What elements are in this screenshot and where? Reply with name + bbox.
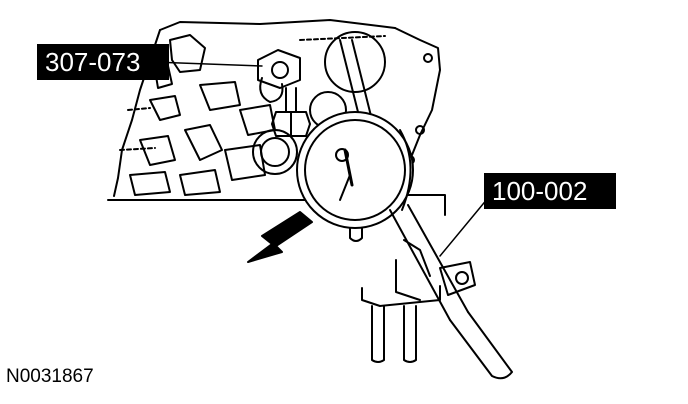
leader-line-307 bbox=[152, 61, 263, 67]
callout-label-307-073: 307-073 bbox=[37, 44, 169, 80]
callout-label-100-002: 100-002 bbox=[484, 173, 616, 209]
gauge-bracket-tool bbox=[257, 39, 373, 137]
support-posts bbox=[361, 239, 441, 363]
direction-arrow bbox=[247, 211, 313, 263]
dial-indicator bbox=[296, 111, 513, 380]
leader-line-100 bbox=[439, 197, 489, 257]
figure-id-label: N0031867 bbox=[6, 366, 94, 387]
